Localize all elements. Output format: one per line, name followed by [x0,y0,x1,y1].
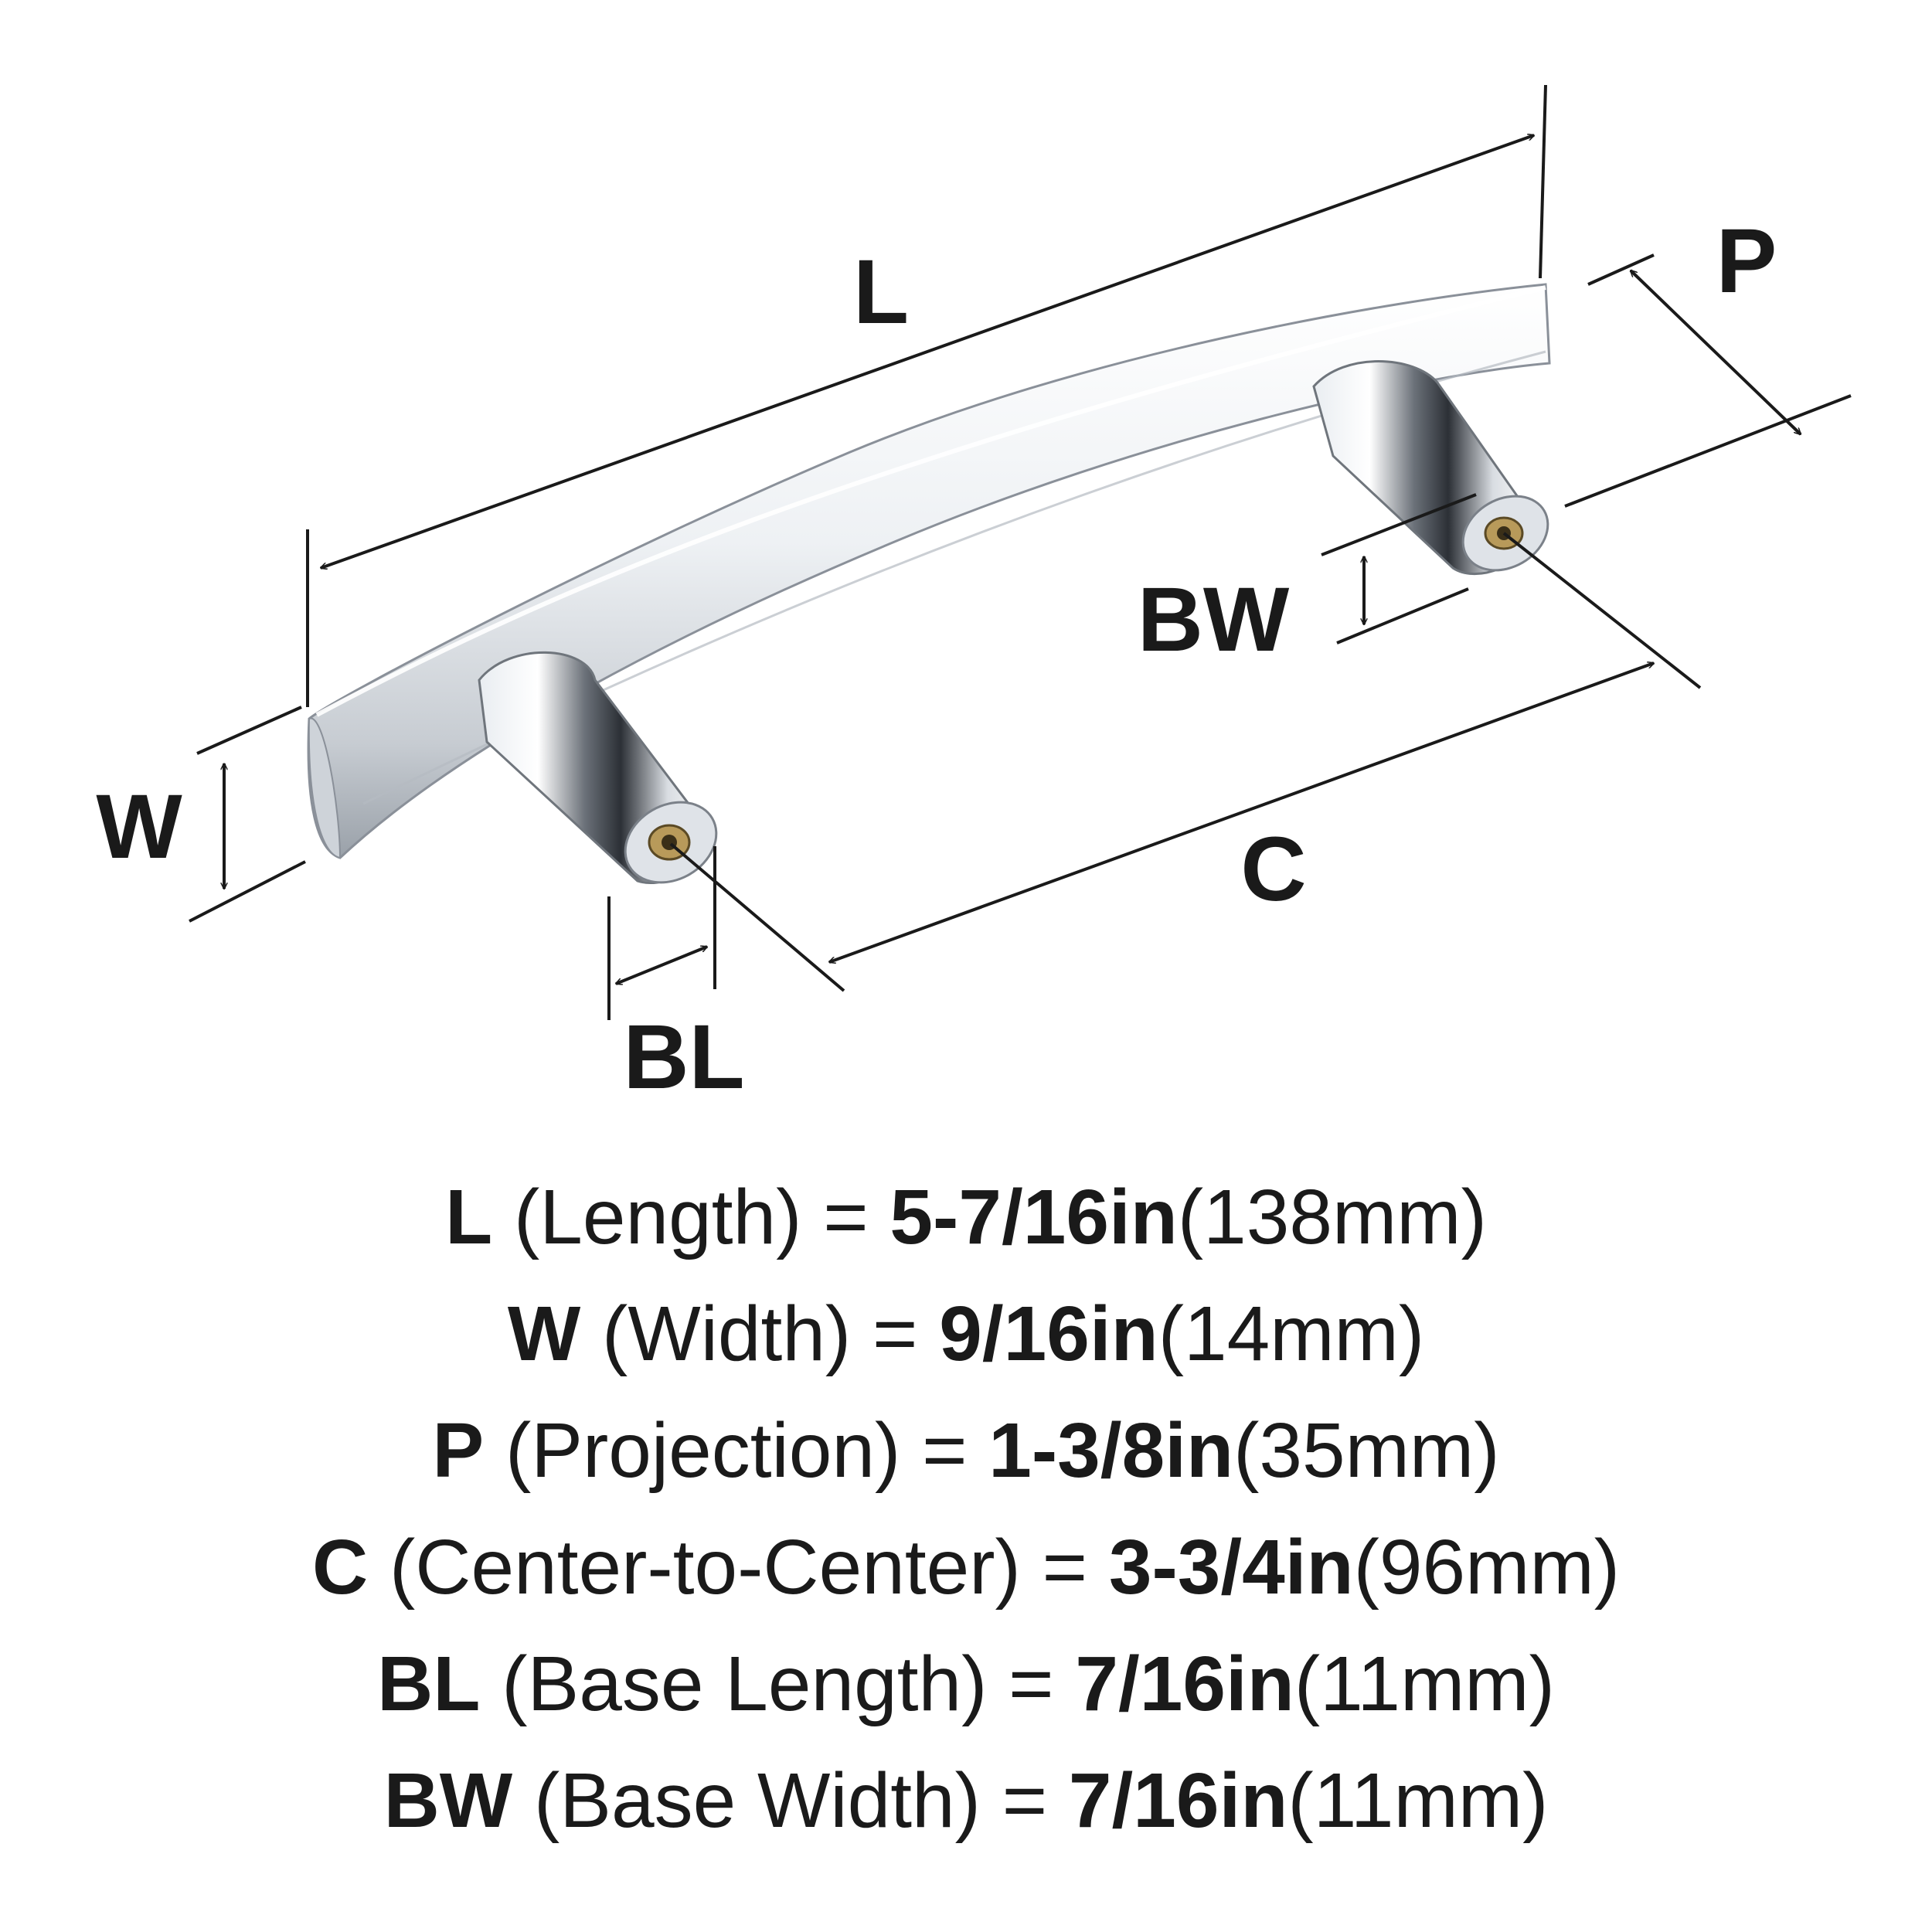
spec-metric: (35mm) [1233,1407,1500,1494]
spec-description: (Center-to-Center) = [389,1524,1088,1611]
spec-row-base-length: BL (Base Length) = 7/16in(11mm) [0,1626,1932,1743]
spec-imperial: 7/16in [1068,1757,1288,1844]
label-width: W [96,776,182,878]
dimension-center-to-center [669,532,1702,992]
spec-symbol: L [445,1174,493,1260]
spec-row-base-width: BW (Base Width) = 7/16in(11mm) [0,1743,1932,1859]
spec-imperial: 1-3/8in [988,1407,1234,1494]
spec-row-projection: P (Projection) = 1-3/8in(35mm) [0,1393,1932,1509]
label-base-length: BL [623,1006,744,1108]
spec-metric: (96mm) [1353,1524,1621,1611]
label-center-to-center: C [1240,818,1306,920]
specifications-list: L (Length) = 5-7/16in(138mm) W (Width) =… [0,1159,1932,1859]
spec-symbol: BL [377,1641,481,1727]
spec-imperial: 3-3/4in [1108,1524,1354,1611]
spec-metric: (11mm) [1287,1757,1549,1844]
spec-symbol: W [507,1291,581,1377]
label-projection: P [1716,210,1777,312]
spec-description: (Width) = [602,1291,918,1377]
spec-row-center-to-center: C (Center-to-Center) = 3-3/4in(96mm) [0,1509,1932,1626]
dimension-length [306,84,1547,707]
dimension-base-width [1321,493,1477,645]
spec-metric: (11mm) [1294,1641,1555,1727]
spec-symbol: P [432,1407,485,1494]
dimension-projection [1564,253,1852,508]
label-base-width: BW [1138,569,1290,671]
spec-row-length: L (Length) = 5-7/16in(138mm) [0,1159,1932,1276]
spec-symbol: C [311,1524,369,1611]
spec-description: (Projection) = [505,1407,968,1494]
spec-metric: (14mm) [1158,1291,1425,1377]
spec-symbol: BW [383,1757,513,1844]
spec-description: (Base Length) = [502,1641,1054,1727]
spec-description: (Length) = [513,1174,869,1260]
spec-description: (Base Width) = [533,1757,1048,1844]
spec-metric: (138mm) [1177,1174,1487,1260]
spec-imperial: 9/16in [939,1291,1158,1377]
spec-imperial: 7/16in [1075,1641,1294,1727]
right-mounting-post [1312,360,1549,576]
label-length: L [853,241,909,343]
dimension-base-length [607,846,716,1020]
dimension-width [189,706,306,923]
spec-row-width: W (Width) = 9/16in(14mm) [0,1276,1932,1393]
spec-imperial: 5-7/16in [889,1174,1178,1260]
